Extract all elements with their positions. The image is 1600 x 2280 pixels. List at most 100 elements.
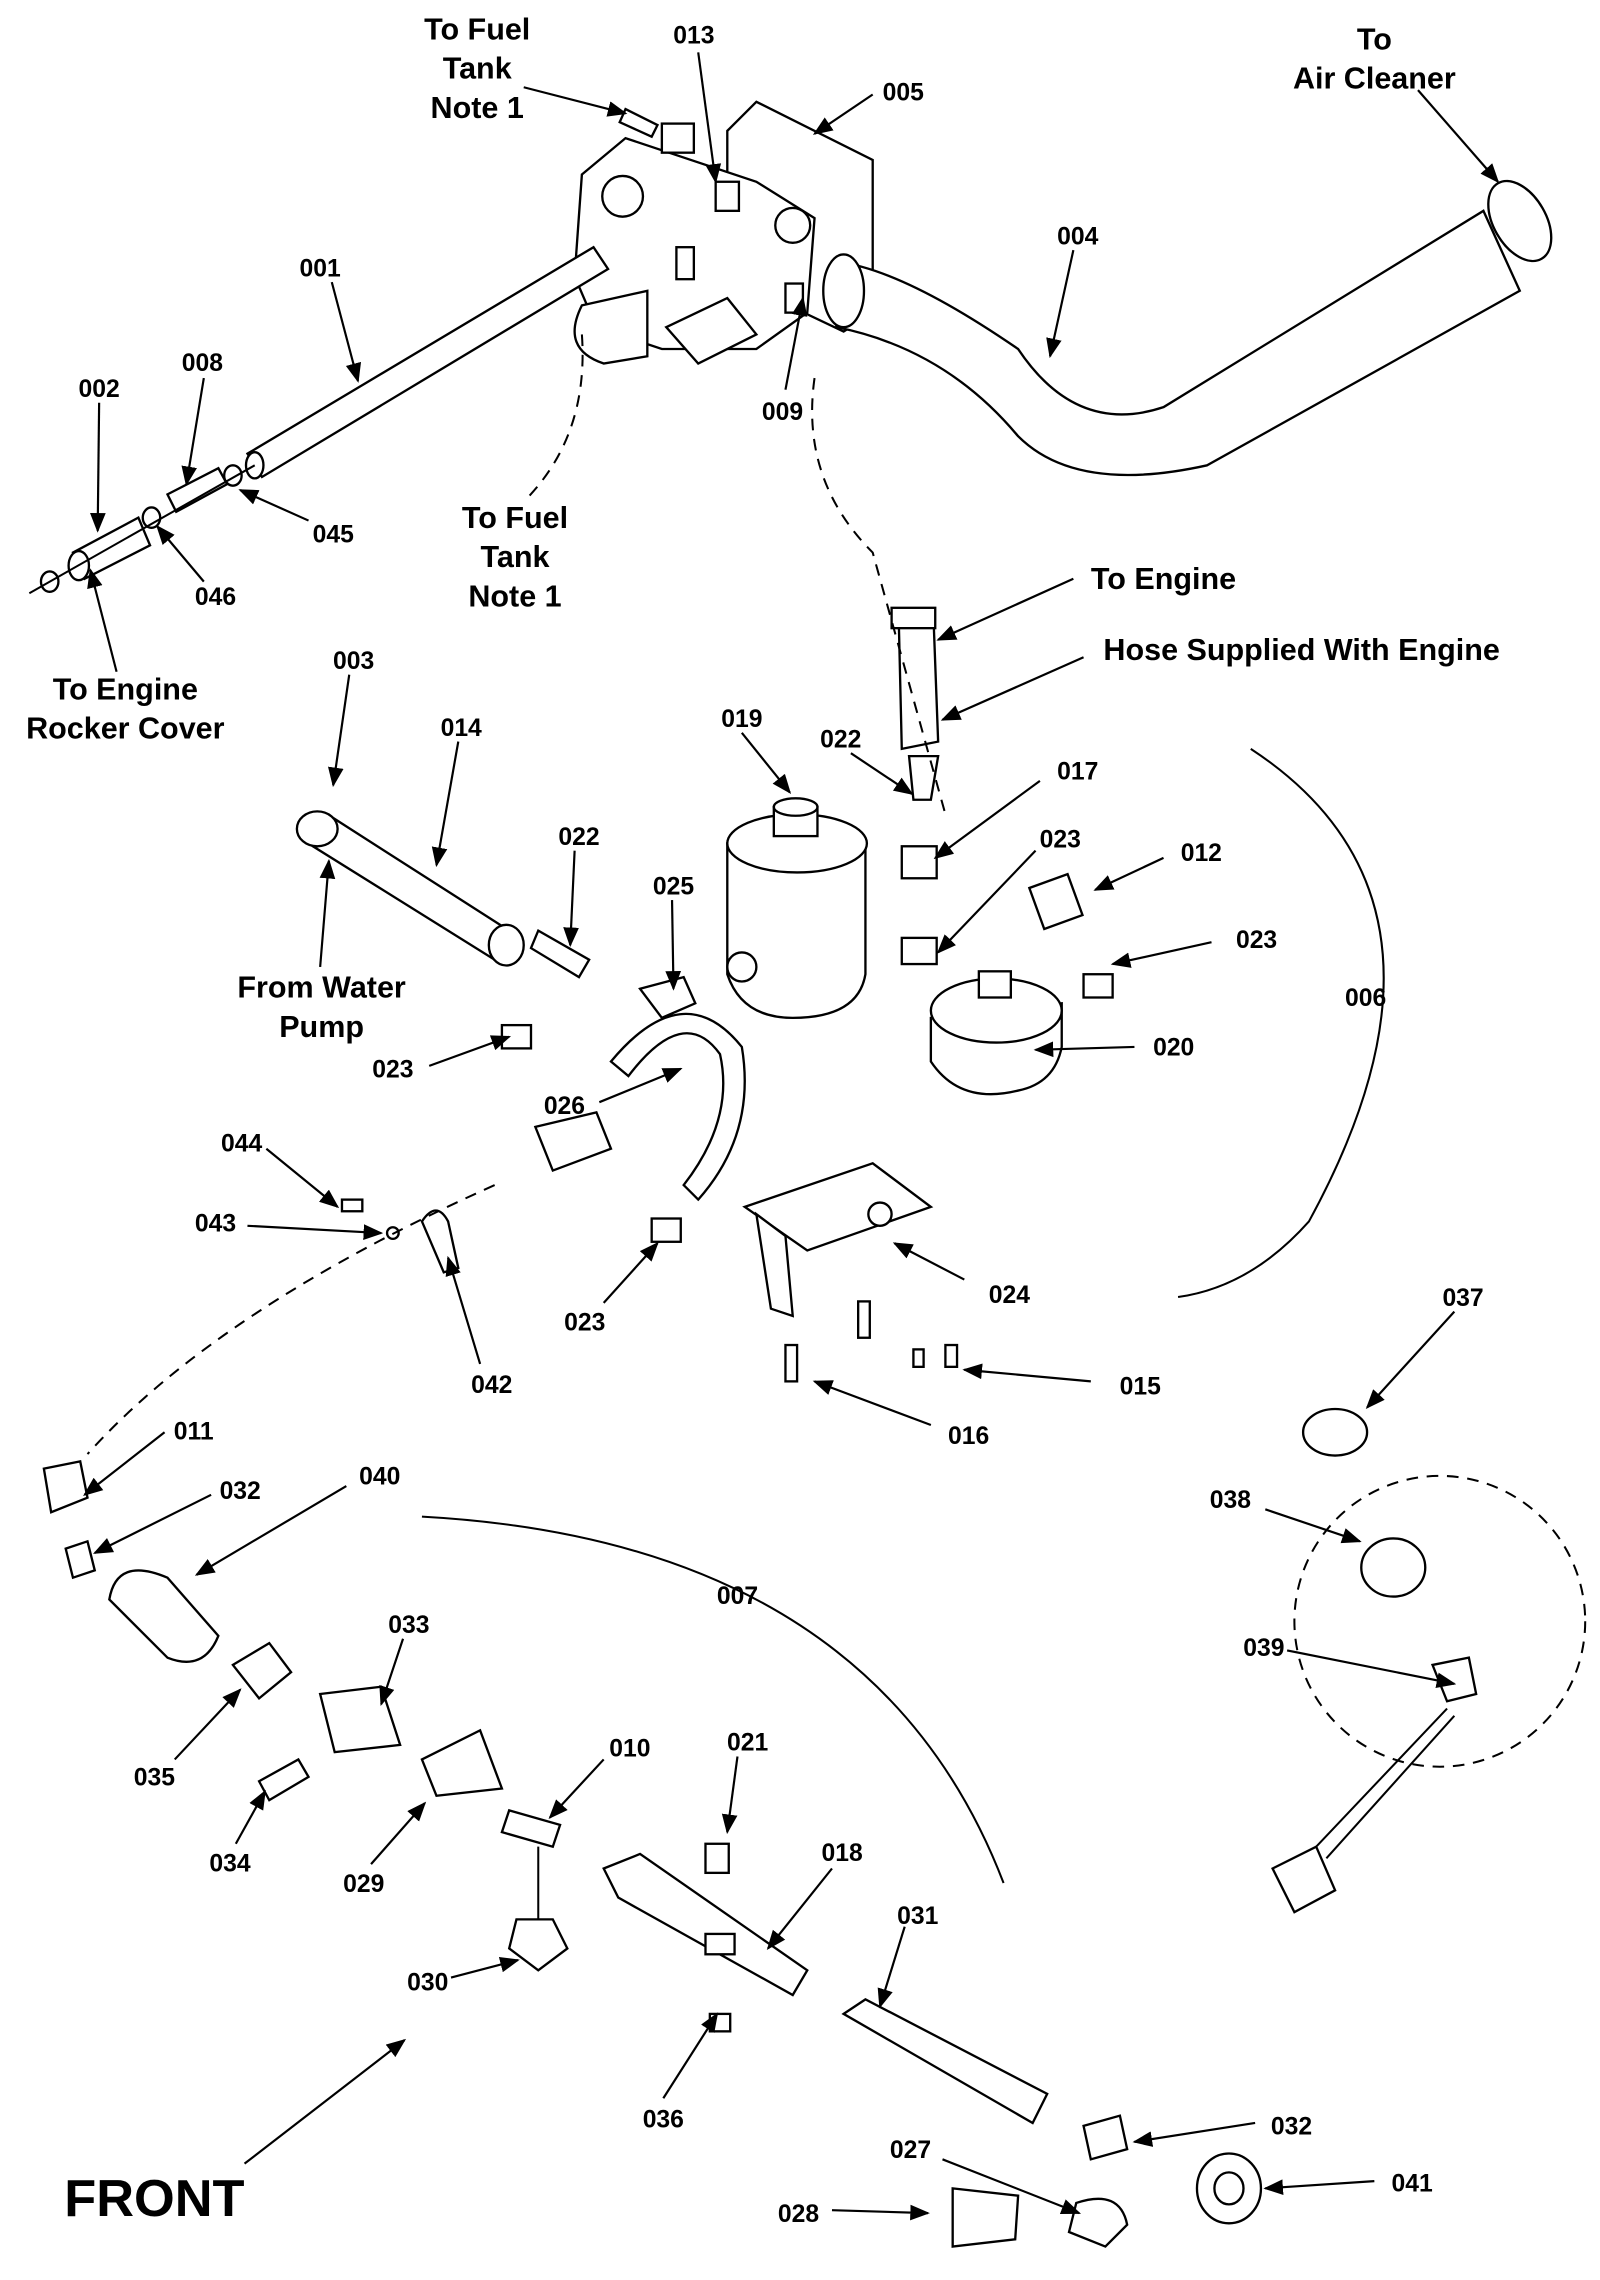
- leader-arrow-020: [1033, 1041, 1135, 1058]
- leader-arrow-029: [370, 1801, 427, 1865]
- part-label-022: 022: [820, 726, 861, 753]
- part-label-036: 036: [643, 2106, 684, 2133]
- leader-arrow-039: [1286, 1649, 1457, 1689]
- part-026-hose: [609, 1012, 746, 1202]
- svg-text:Tank: Tank: [481, 540, 550, 574]
- part-040: [108, 1569, 220, 1663]
- part-label-021: 021: [727, 1730, 768, 1757]
- part-label-016: 016: [948, 1423, 989, 1450]
- part-label-018: 018: [822, 1840, 863, 1867]
- leader-arrow-035: [173, 1688, 242, 1761]
- part-label-011: 011: [174, 1419, 214, 1446]
- part-label-001: 001: [300, 255, 341, 282]
- leader-arrow-034: [234, 1789, 266, 1845]
- note-air-cleaner: To Air Cleaner: [1293, 22, 1456, 95]
- part-label-023: 023: [1236, 927, 1277, 954]
- svg-text:From Water: From Water: [237, 971, 406, 1005]
- leader-arrow-032: [1132, 2121, 1256, 2147]
- part-label-014: 014: [441, 715, 482, 742]
- svg-text:To Fuel: To Fuel: [424, 12, 530, 46]
- part-label-030: 030: [407, 1970, 448, 1997]
- leader-arrow-040: [194, 1485, 347, 1576]
- svg-text:Air Cleaner: Air Cleaner: [1293, 62, 1456, 96]
- leader-arrow-023: [428, 1035, 512, 1067]
- note-leader-arrow: [523, 86, 628, 117]
- note-hose-supplied: Hose Supplied With Engine: [1103, 633, 1499, 667]
- note-rocker-cover: To Engine Rocker Cover: [26, 672, 225, 745]
- leader-arrow-010: [548, 1758, 605, 1820]
- note-leader-arrow: [1417, 89, 1500, 184]
- note-to-fuel-tank-top: To Fuel Tank Note 1: [424, 12, 530, 125]
- svg-text:Pump: Pump: [279, 1010, 364, 1044]
- part-label-012: 012: [1181, 840, 1222, 867]
- parts-artwork: [28, 100, 1587, 2248]
- part-label-033: 033: [388, 1612, 429, 1639]
- leader-arrow-024: [892, 1242, 965, 1281]
- part-label-038: 038: [1210, 1487, 1251, 1514]
- leader-arrow-014: [431, 741, 460, 868]
- part-label-045: 045: [313, 521, 354, 548]
- part-label-040: 040: [359, 1464, 400, 1491]
- part-label-026: 026: [544, 1093, 585, 1120]
- part-label-042: 042: [471, 1372, 512, 1399]
- svg-text:To: To: [1357, 22, 1392, 56]
- leader-arrow-002: [90, 402, 106, 533]
- leader-arrow-025: [665, 900, 682, 991]
- leader-arrow-042: [445, 1255, 482, 1365]
- leader-arrow-027: [942, 2158, 1082, 2215]
- part-037: [1301, 1407, 1369, 1457]
- leader-arrow-036: [662, 2012, 719, 2099]
- part-031-hose: [841, 1998, 1049, 2125]
- leader-arrow-015: [962, 1363, 1091, 1383]
- part-label-037: 037: [1442, 1285, 1483, 1312]
- part-label-005: 005: [883, 79, 924, 106]
- note-leader-arrow: [936, 577, 1074, 641]
- part-label-024: 024: [989, 1282, 1030, 1309]
- leader-arrow-046: [156, 524, 205, 583]
- part-label-043: 043: [195, 1211, 236, 1238]
- leader-arrow-001: [330, 281, 362, 383]
- leader-arrow-023: [1110, 941, 1212, 968]
- part-label-039: 039: [1243, 1635, 1284, 1662]
- part-label-032: 032: [220, 1478, 261, 1505]
- leader-arrow-022: [850, 752, 914, 796]
- part-label-023: 023: [1040, 827, 1081, 854]
- part-label-006: 006: [1345, 985, 1386, 1012]
- part-004-air-hose: [835, 209, 1522, 477]
- leader-arrow-023: [936, 849, 1037, 954]
- part-label-029: 029: [343, 1871, 384, 1898]
- leader-arrow-016: [812, 1380, 932, 1427]
- leader-arrow-021: [721, 1756, 739, 1835]
- part-label-022: 022: [558, 824, 599, 851]
- leader-arrow-028: [831, 2204, 930, 2221]
- leader-arrow-038: [1264, 1508, 1362, 1544]
- leader-arrow-013: [697, 52, 722, 184]
- part-label-013: 013: [673, 23, 714, 50]
- part-label-020: 020: [1153, 1035, 1194, 1062]
- leader-arrow-033: [379, 1638, 405, 1707]
- leader-arrow-005: [812, 93, 874, 135]
- leader-arrow-037: [1365, 1310, 1456, 1410]
- part-label-010: 010: [609, 1736, 650, 1763]
- part-label-031: 031: [897, 1903, 938, 1930]
- part-label-035: 035: [134, 1765, 175, 1792]
- part-label-009: 009: [762, 399, 803, 426]
- part-label-007: 007: [717, 1583, 758, 1610]
- leader-arrow-004: [1046, 249, 1075, 359]
- part-014-water-hose: [311, 812, 511, 962]
- part-label-041: 041: [1392, 2170, 1433, 2197]
- part-label-023: 023: [372, 1056, 413, 1083]
- part-label-003: 003: [333, 648, 374, 675]
- leader-arrow-008: [181, 377, 205, 487]
- part-label-017: 017: [1057, 758, 1098, 785]
- note-water-pump: From Water Pump: [237, 971, 406, 1044]
- leader-arrow-017: [933, 779, 1041, 860]
- leader-arrow-018: [766, 1867, 833, 1951]
- part-018-hose: [602, 1852, 809, 1997]
- leader-arrow-012: [1093, 856, 1164, 891]
- note-leader-arrow: [87, 568, 118, 673]
- svg-text:Note 1: Note 1: [468, 579, 561, 613]
- svg-text:Note 1: Note 1: [431, 91, 524, 125]
